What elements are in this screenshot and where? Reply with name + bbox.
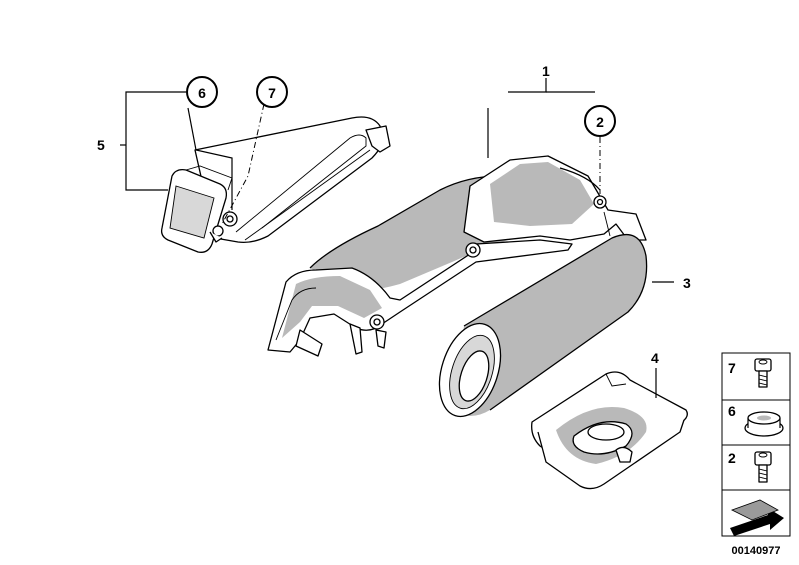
callout-3: 3: [683, 275, 691, 291]
callout-7: 7: [256, 76, 288, 108]
holder-bracket-part-4[interactable]: [531, 371, 688, 490]
svg-text:2: 2: [596, 114, 604, 130]
leader-lines: [120, 78, 674, 398]
arrow-icon: [730, 499, 784, 536]
svg-text:6: 6: [728, 403, 736, 419]
svg-text:1: 1: [542, 63, 550, 79]
intake-snorkel-part-5[interactable]: [160, 116, 391, 253]
diagram-id: 00140977: [732, 545, 781, 557]
svg-text:2: 2: [728, 450, 736, 466]
intake-silencer-housing-part-1[interactable]: [267, 155, 647, 357]
legend-row-screw-2[interactable]: 2: [728, 450, 772, 483]
legend-row-screw-7[interactable]: 7: [728, 358, 772, 388]
callout-2: 2: [584, 105, 616, 137]
callout-4: 4: [651, 350, 659, 366]
legend-row-grommet-6[interactable]: 6: [728, 403, 784, 437]
svg-text:3: 3: [683, 275, 691, 291]
svg-text:7: 7: [268, 85, 276, 101]
svg-text:6: 6: [198, 85, 206, 101]
callout-6: 6: [186, 76, 218, 108]
bolt-icon: [754, 451, 772, 483]
callout-5: 5: [97, 137, 105, 153]
svg-text:4: 4: [651, 350, 659, 366]
small-parts-legend: 7 6 2: [721, 352, 791, 537]
grommet-icon: [744, 411, 784, 437]
screw-icon: [754, 358, 772, 388]
callout-1: 1: [542, 63, 550, 79]
svg-text:7: 7: [728, 360, 736, 376]
filter-element-part-3[interactable]: [429, 233, 648, 425]
svg-text:5: 5: [97, 137, 105, 153]
